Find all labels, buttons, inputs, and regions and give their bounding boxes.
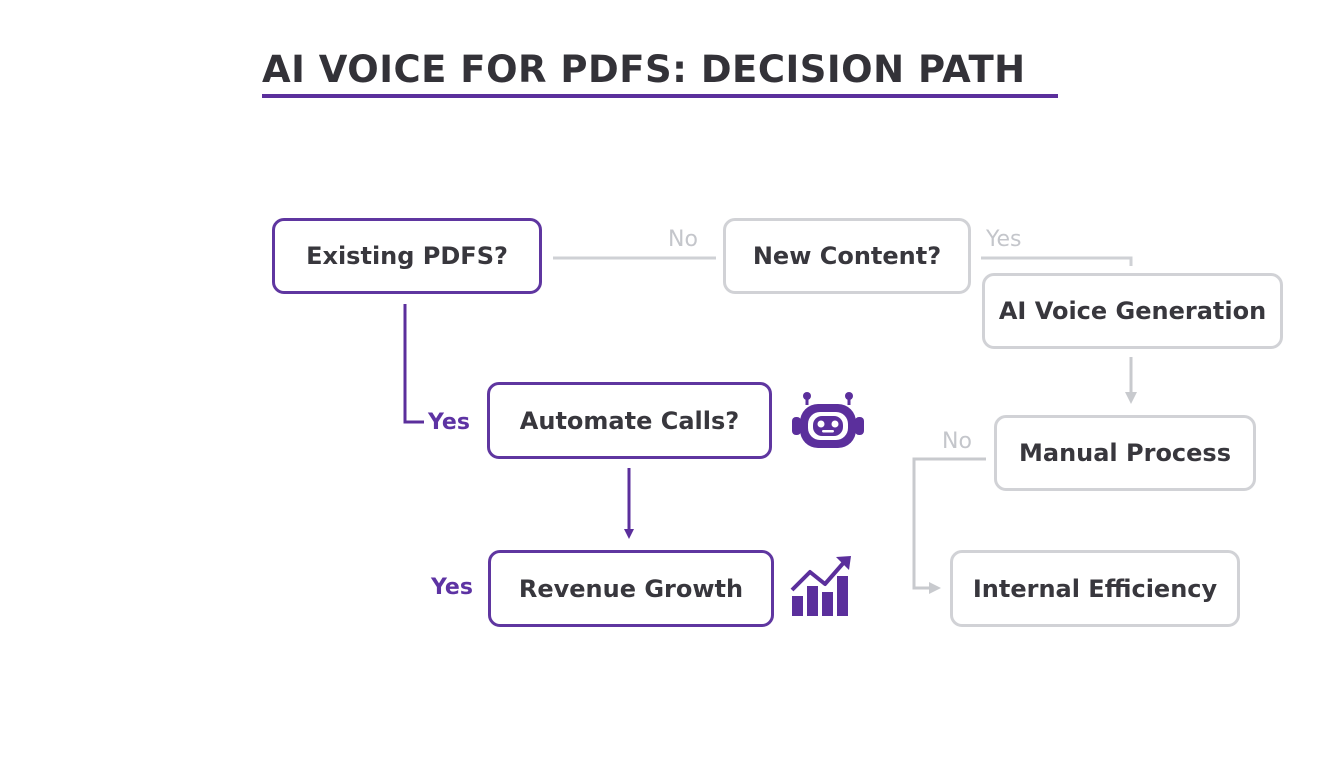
connector-manual-to-internal <box>912 457 986 594</box>
page-title: AI VOICE FOR PDFS: DECISION PATH <box>262 48 1026 91</box>
edge-label-existing-to-new: No <box>668 227 698 252</box>
edge-label-existing-to-automate: Yes <box>428 410 470 435</box>
edge-label-manual-to-internal: No <box>942 429 972 454</box>
node-existing-pdfs[interactable]: Existing PDFS? <box>272 218 542 294</box>
node-revenue-growth[interactable]: Revenue Growth <box>488 550 774 627</box>
title-underline <box>262 94 1058 98</box>
connector-new-to-ai-voice <box>981 256 1133 266</box>
edge-label-new-to-ai-voice: Yes <box>986 227 1022 252</box>
node-new-content[interactable]: New Content? <box>723 218 971 294</box>
node-internal-efficiency[interactable]: Internal Efficiency <box>950 550 1240 627</box>
growth-chart-icon <box>790 556 851 616</box>
edge-label-automate-to-revenue: Yes <box>431 575 473 600</box>
node-ai-voice-generation[interactable]: AI Voice Generation <box>982 273 1283 349</box>
robot-icon <box>792 392 864 448</box>
node-automate-calls[interactable]: Automate Calls? <box>487 382 772 459</box>
connector-existing-to-automate <box>403 304 424 424</box>
node-manual-process[interactable]: Manual Process <box>994 415 1256 491</box>
